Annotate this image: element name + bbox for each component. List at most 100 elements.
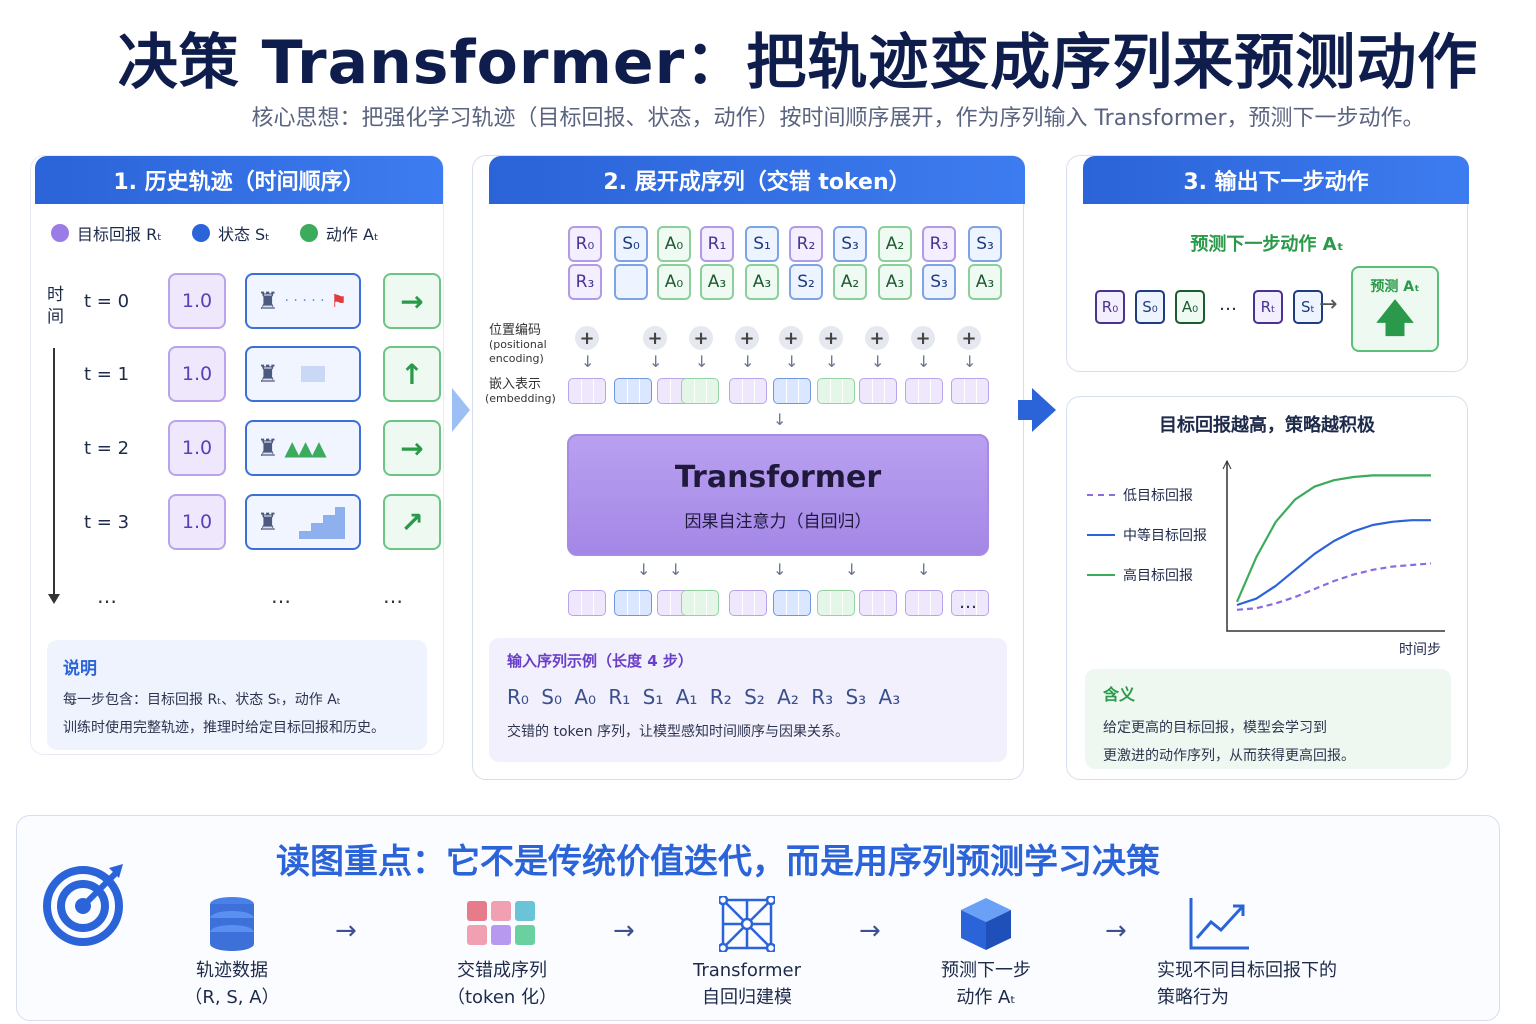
down-arrow-icon: ↓ [669,560,683,579]
input-token: Sₜ [1293,290,1323,324]
trend-chart-icon [1189,898,1249,950]
step-sublabel: 策略行为 [1157,987,1229,1008]
down-arrow-icon: ↓ [845,560,859,579]
step-sublabel: 自回归建模 [702,987,792,1008]
panel2-header: 2. 展开成序列（交错 token） [489,156,1025,204]
embedding-vector [729,378,767,404]
predict-box-label: 预测 Aₜ [1370,279,1420,295]
return-line-chart [1222,459,1445,632]
positional-label: 位置编码 (positional encoding) [489,324,559,366]
input-token: S₀ [1135,290,1165,324]
step-policy: 实现不同目标回报下的 策略行为 [1157,891,1377,1011]
trajectory-row-0: t = 0 1.0 ♜· · · · ·⚑ → [51,273,441,331]
step-sublabel: （R, S, A） [184,987,280,1008]
row-time: t = 1 [84,364,130,385]
down-arrow-icon: ↓ [917,352,931,371]
legend-return-label: 目标回报 Rₜ [77,225,162,244]
down-arrow-icon: ↓ [773,560,787,579]
plus-icon: + [735,326,759,350]
return-box: 1.0 [168,420,226,476]
cube-icon [961,898,1011,950]
down-arrow-icon: ↓ [773,410,787,429]
arrow-up-icon: ↑ [383,346,441,402]
time-axis-arrowhead [48,594,60,604]
chart-axes [1226,461,1445,632]
trees-icon: ▲▲▲ [284,436,327,460]
step-arrow-icon: → [1105,916,1127,946]
sequence-token: S₀ [614,226,648,262]
legend-label: 中等目标回报 [1123,528,1207,544]
sequence-token: A₂ [833,264,867,300]
predict-title: 预测下一步动作 Aₜ [1190,234,1344,255]
note-title: 说明 [63,659,97,679]
sequence-token [614,264,648,300]
embedding-vector [905,590,943,616]
plus-icon: + [957,326,981,350]
ellipsis: … [383,584,403,608]
predict-arrow-icon: → [1319,292,1338,317]
step-label: 预测下一步 [941,960,1031,981]
embedding-vector [568,590,606,616]
positional-label-zh: 位置编码 [489,323,542,338]
legend-entry: 中等目标回报 [1087,525,1207,545]
flow-arrow-icon [1032,388,1056,432]
embedding-label-en: (embedding) [485,392,556,405]
legend-state-label: 状态 Sₜ [217,225,270,244]
legend-swatch [1087,494,1115,496]
stairs-icon [298,507,345,539]
plus-icon: + [865,326,889,350]
transformer-block: Transformer 因果自注意力（自回归） [567,434,989,556]
embedding-vector [817,378,855,404]
state-box: ♜ [245,346,361,402]
plus-icon: + [779,326,803,350]
example-desc: 交错的 token 序列，让模型感知时间顺序与因果关系。 [507,724,850,740]
return-box: 1.0 [168,494,226,550]
embedding-vector [817,590,855,616]
panel1-header: 1. 历史轨迹（时间顺序） [35,156,443,204]
ellipsis: … [97,584,117,608]
ellipsis: … [271,584,291,608]
page-subtitle: 核心思想：把强化学习轨迹（目标回报、状态，动作）按时间顺序展开，作为序列输入 T… [251,106,1425,131]
down-arrow-icon: ↓ [637,560,651,579]
down-arrow-icon: ↓ [695,352,709,371]
sequence-token: R₁ [700,226,734,262]
embedding-vector [773,378,811,404]
embedding-vector [614,590,652,616]
meaning-box: 含义 给定更高的目标回报，模型会学习到 更激进的动作序列，从而获得更高回报。 [1085,669,1451,769]
down-arrow-icon: ↓ [825,352,839,371]
database-icon [210,897,254,951]
flag-path-icon: · · · · · [284,293,325,309]
flow-arrow-shaft [1018,400,1034,420]
key-points-banner: 读图重点：它不是传统价值迭代，而是用序列预测学习决策 轨迹数据 （R, S, A… [16,815,1500,1021]
banner-title: 读图重点：它不是传统价值迭代，而是用序列预测学习决策 [276,842,1160,882]
step-arrow-icon: → [335,916,357,946]
history-panel: 1. 历史轨迹（时间顺序） 目标回报 Rₜ 状态 Sₜ 动作 Aₜ 时间 t =… [30,155,444,755]
embedding-label: 嵌入表示 (embedding) [485,378,556,406]
flow-arrow-icon [452,388,470,432]
target-icon [43,864,123,946]
down-arrow-icon: ↓ [649,352,663,371]
input-token: … [1219,294,1237,315]
panel3-header: 3. 输出下一步动作 [1083,156,1469,204]
legend-entry: 低目标回报 [1087,485,1207,505]
sequence-token: S₃ [922,264,956,300]
legend-action: 动作 Aₜ [299,221,379,245]
down-arrow-icon: ↓ [917,560,931,579]
step-arrow-icon: → [859,916,881,946]
plus-icon: + [911,326,935,350]
chart-xlabel: 时间步 [1399,642,1441,658]
embedding-vector [614,378,652,404]
token-grid-icon [467,901,535,945]
meaning-title: 含义 [1103,685,1136,704]
sequence-token: A₀ [657,226,691,262]
block-icon [300,366,325,382]
embedding-vector [859,378,897,404]
step-label: 实现不同目标回报下的 [1157,960,1337,981]
step-trajectory-data: 轨迹数据 （R, S, A） [147,891,317,1011]
step-sublabel: 动作 Aₜ [956,987,1016,1008]
trajectory-row-1: t = 1 1.0 ♜ ↑ [51,346,441,404]
legend-label: 低目标回报 [1123,488,1193,504]
legend-entry: 高目标回报 [1087,565,1207,585]
series-line [1236,562,1432,611]
green-dot-icon [299,224,318,242]
